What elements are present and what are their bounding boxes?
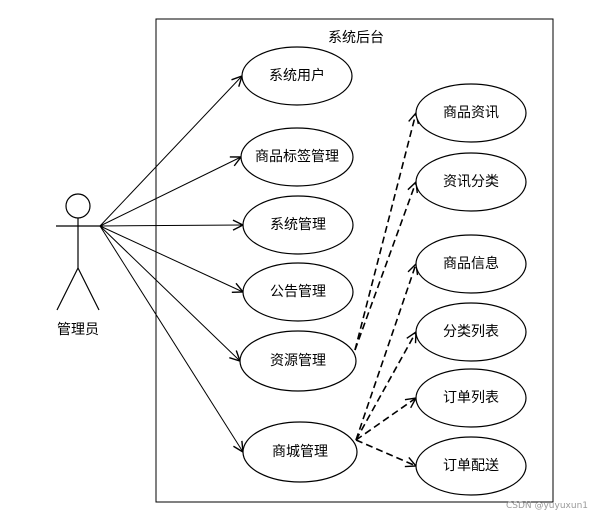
use-case-order-delivery: 订单配送 bbox=[415, 436, 527, 496]
use-case-ellipse bbox=[242, 262, 354, 322]
actor-admin: 管理员 bbox=[56, 193, 100, 338]
dependency-resource-management-to-product-news bbox=[354, 113, 416, 351]
association-lines bbox=[99, 76, 243, 452]
actor-label: 管理员 bbox=[57, 322, 99, 338]
dependency-mall-management-to-category-list bbox=[355, 332, 416, 441]
use-case-label: 公告管理 bbox=[270, 284, 326, 300]
use-case-product-news: 商品资讯 bbox=[415, 83, 527, 143]
use-case-ellipse bbox=[415, 152, 527, 212]
use-case-product-info: 商品信息 bbox=[415, 234, 527, 294]
use-case-label: 系统管理 bbox=[270, 217, 326, 233]
dependency-resource-management-to-news-category bbox=[354, 182, 416, 351]
use-case-label: 资讯分类 bbox=[443, 174, 499, 190]
use-case-label: 订单列表 bbox=[443, 390, 499, 406]
association-product-tag-management bbox=[99, 157, 241, 227]
association-resource-management bbox=[99, 225, 240, 361]
dependency-lines bbox=[354, 113, 416, 466]
association-mall-management bbox=[99, 225, 243, 452]
use-case-system-user: 系统用户 bbox=[241, 46, 353, 106]
system-title: 系统后台 bbox=[328, 30, 384, 46]
use-case-order-list: 订单列表 bbox=[415, 368, 527, 428]
use-case-product-tag-management: 商品标签管理 bbox=[240, 127, 354, 187]
actor-right-leg bbox=[77, 267, 100, 311]
use-case-announcement-management: 公告管理 bbox=[242, 262, 354, 322]
use-case-ellipse bbox=[239, 330, 357, 392]
use-case-resource-management: 资源管理 bbox=[239, 330, 357, 392]
dependency-mall-management-to-order-list bbox=[355, 398, 416, 441]
use-case-ellipse bbox=[240, 127, 354, 187]
use-case-mall-management: 商城管理 bbox=[242, 421, 358, 483]
actor-head bbox=[65, 193, 91, 219]
use-case-label: 商品标签管理 bbox=[255, 148, 339, 165]
use-case-ellipse bbox=[415, 436, 527, 496]
watermark: CSDN @yuyuxun1 bbox=[506, 501, 588, 511]
use-case-label: 资源管理 bbox=[270, 353, 326, 369]
use-case-ellipse bbox=[241, 46, 353, 106]
use-case-label: 商品信息 bbox=[443, 255, 499, 272]
use-case-system-management: 系统管理 bbox=[242, 195, 354, 255]
association-announcement-management bbox=[99, 225, 243, 292]
use-case-label: 商城管理 bbox=[272, 444, 328, 460]
dependency-mall-management-to-product-info bbox=[355, 264, 416, 441]
actor-left-leg bbox=[56, 267, 79, 311]
system-boundary bbox=[155, 18, 554, 503]
use-case-label: 分类列表 bbox=[443, 324, 499, 340]
use-case-ellipse bbox=[415, 368, 527, 428]
use-case-ellipse bbox=[415, 234, 527, 294]
use-case-ellipse bbox=[242, 421, 358, 483]
use-case-category-list: 分类列表 bbox=[415, 302, 527, 362]
dependency-mall-management-to-order-delivery bbox=[355, 439, 416, 466]
use-case-ellipse bbox=[415, 302, 527, 362]
use-case-label: 商品资讯 bbox=[443, 105, 499, 121]
use-case-ellipse bbox=[415, 83, 527, 143]
use-case-label: 订单配送 bbox=[443, 458, 499, 474]
association-system-user bbox=[99, 76, 242, 227]
use-case-news-category: 资讯分类 bbox=[415, 152, 527, 212]
use-case-label: 系统用户 bbox=[269, 67, 325, 84]
use-case-ellipse bbox=[242, 195, 354, 255]
association-system-management bbox=[99, 225, 243, 226]
